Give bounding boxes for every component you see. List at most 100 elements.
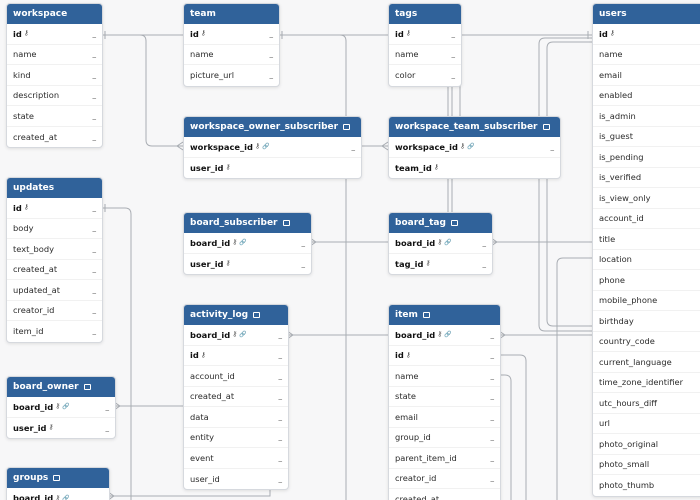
field-row[interactable]: data_ <box>184 407 288 428</box>
field-row[interactable]: picture_url_ <box>184 65 279 86</box>
field-row[interactable]: created_at_ <box>7 127 102 148</box>
field-row[interactable]: url <box>593 414 700 434</box>
field-row[interactable]: board_id_ <box>7 488 109 500</box>
field-row[interactable]: is_view_only <box>593 188 700 209</box>
field-row[interactable]: current_language <box>593 352 700 373</box>
field-row[interactable]: description_ <box>7 86 102 106</box>
field-row[interactable]: user_id_ <box>184 469 288 490</box>
field-row[interactable]: name_ <box>184 45 279 65</box>
table-updates[interactable]: updatesid_body_text_body_created_at_upda… <box>6 177 103 343</box>
table-header[interactable]: board_owner <box>7 377 115 397</box>
table-activity-log[interactable]: activity_logboard_id_id_account_id_creat… <box>183 304 289 490</box>
field-row[interactable]: name <box>593 45 700 65</box>
field-row[interactable]: email <box>593 65 700 86</box>
table-workspace-owner-subscriber[interactable]: workspace_owner_subscriberworkspace_id_u… <box>183 116 362 179</box>
field-row[interactable]: photo_original <box>593 434 700 455</box>
table-workspace[interactable]: workspaceid_name_kind_description_state_… <box>6 3 103 148</box>
field-row[interactable]: location <box>593 250 700 270</box>
table-header[interactable]: team <box>184 4 279 24</box>
field-row[interactable]: team_id <box>389 158 560 179</box>
table-header[interactable]: board_tag <box>389 213 492 233</box>
field-row[interactable]: user_id <box>184 158 361 179</box>
field-row[interactable]: country_code <box>593 332 700 352</box>
table-header[interactable]: workspace_owner_subscriber <box>184 117 361 137</box>
note-icon[interactable] <box>282 220 290 226</box>
field-row[interactable]: body_ <box>7 219 102 239</box>
note-icon[interactable] <box>422 312 430 318</box>
field-row[interactable]: updated_at_ <box>7 280 102 301</box>
field-row[interactable]: created_at_ <box>184 387 288 407</box>
field-row[interactable]: name_ <box>389 45 461 65</box>
field-row[interactable]: parent_item_id_ <box>389 448 500 469</box>
field-row[interactable]: board_id_ <box>184 325 288 346</box>
field-row[interactable]: board_id_ <box>184 233 311 254</box>
table-item[interactable]: itemboard_id_id_name_state_email_group_i… <box>388 304 501 500</box>
field-row[interactable]: id_ <box>7 24 102 45</box>
field-row[interactable]: tag_id_ <box>389 254 492 275</box>
field-row[interactable]: color_ <box>389 65 461 86</box>
field-row[interactable]: is_guest <box>593 127 700 147</box>
field-row[interactable]: is_verified <box>593 168 700 188</box>
field-row[interactable]: email_ <box>389 407 500 428</box>
note-icon[interactable] <box>542 124 550 130</box>
field-row[interactable]: board_id_ <box>389 325 500 346</box>
field-row[interactable]: id_ <box>7 198 102 219</box>
table-header[interactable]: item <box>389 305 500 325</box>
table-header[interactable]: groups <box>7 468 109 488</box>
field-row[interactable]: board_id_ <box>389 233 492 254</box>
field-row[interactable]: text_body_ <box>7 239 102 260</box>
field-row[interactable]: group_id_ <box>389 428 500 448</box>
field-row[interactable]: state_ <box>7 106 102 127</box>
table-header[interactable]: updates <box>7 178 102 198</box>
field-row[interactable]: state_ <box>389 387 500 407</box>
field-row[interactable]: birthday <box>593 311 700 332</box>
field-row[interactable]: id_ <box>389 346 500 366</box>
field-row[interactable]: kind_ <box>7 65 102 86</box>
field-row[interactable]: time_zone_identifier <box>593 373 700 393</box>
field-row[interactable]: id_ <box>184 346 288 366</box>
note-icon[interactable] <box>343 124 351 130</box>
field-row[interactable]: id_ <box>389 24 461 45</box>
field-row[interactable]: enabled <box>593 86 700 106</box>
field-row[interactable]: workspace_id_ <box>389 137 560 158</box>
field-row[interactable]: account_id <box>593 209 700 229</box>
field-row[interactable]: name_ <box>7 45 102 65</box>
table-header[interactable]: users <box>593 4 700 24</box>
field-row[interactable]: name_ <box>389 366 500 387</box>
table-users[interactable]: usersidnameemailenabledis_adminis_guesti… <box>592 3 700 497</box>
field-row[interactable]: board_id_ <box>7 397 115 418</box>
table-header[interactable]: workspace <box>7 4 102 24</box>
field-row[interactable]: account_id_ <box>184 366 288 387</box>
table-header[interactable]: tags <box>389 4 461 24</box>
note-icon[interactable] <box>53 475 61 481</box>
table-header[interactable]: activity_log <box>184 305 288 325</box>
field-row[interactable]: user_id_ <box>184 254 311 275</box>
field-row[interactable]: workspace_id_ <box>184 137 361 158</box>
note-icon[interactable] <box>450 220 458 226</box>
field-row[interactable]: phone <box>593 270 700 291</box>
field-row[interactable]: entity_ <box>184 428 288 448</box>
field-row[interactable]: creator_id_ <box>389 469 500 489</box>
field-row[interactable]: photo_thumb <box>593 475 700 496</box>
field-row[interactable]: photo_small <box>593 455 700 475</box>
table-header[interactable]: workspace_team_subscriber <box>389 117 560 137</box>
field-row[interactable]: user_id_ <box>7 418 115 439</box>
table-header[interactable]: board_subscriber <box>184 213 311 233</box>
field-row[interactable]: event_ <box>184 448 288 469</box>
table-workspace-team-subscriber[interactable]: workspace_team_subscriberworkspace_id_te… <box>388 116 561 179</box>
field-row[interactable]: mobile_phone <box>593 291 700 311</box>
note-icon[interactable] <box>253 312 261 318</box>
field-row[interactable]: is_admin <box>593 106 700 127</box>
field-row[interactable]: is_pending <box>593 147 700 168</box>
field-row[interactable]: created_at_ <box>389 489 500 500</box>
field-row[interactable]: id_ <box>184 24 279 45</box>
field-row[interactable]: creator_id_ <box>7 301 102 321</box>
field-row[interactable]: id <box>593 24 700 45</box>
